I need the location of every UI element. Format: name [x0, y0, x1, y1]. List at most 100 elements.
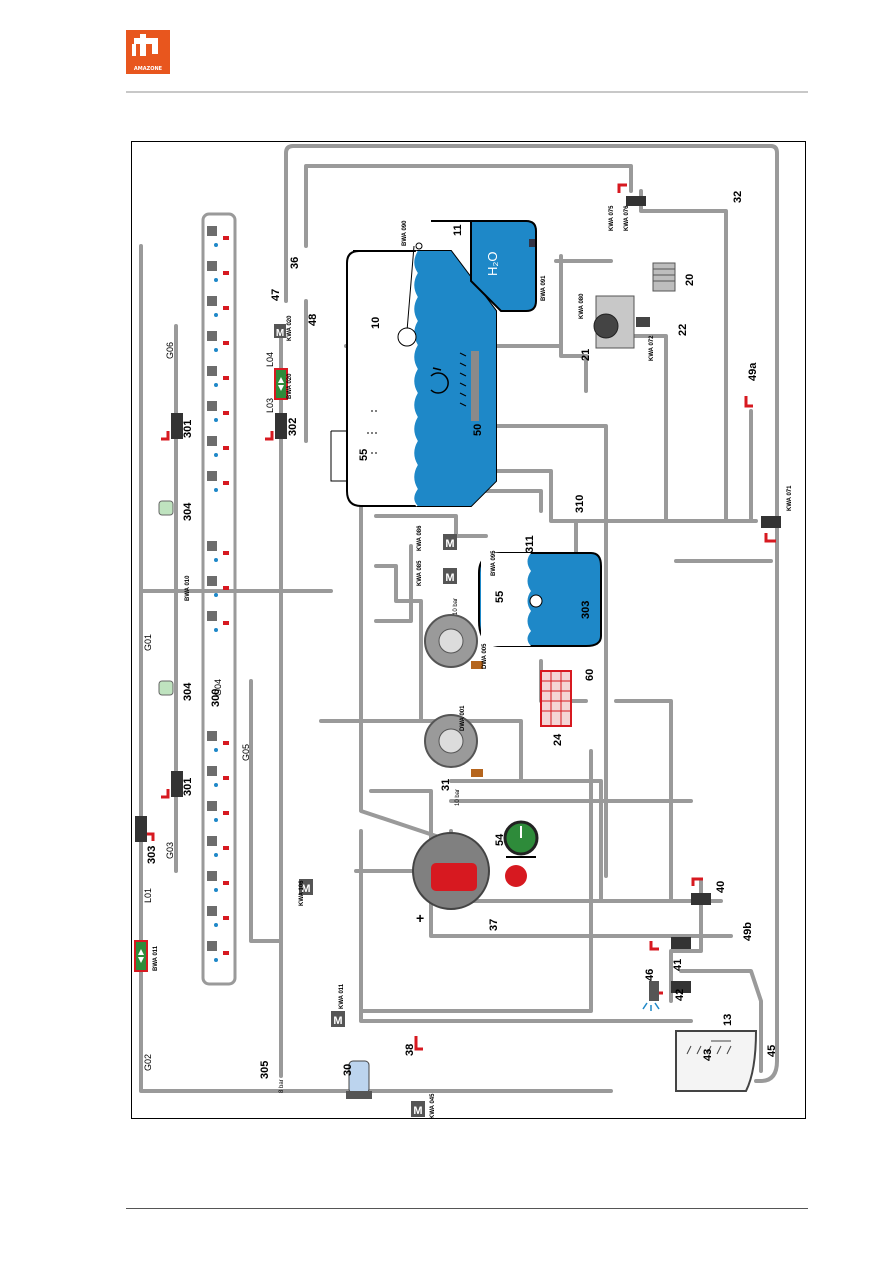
label-49b: 49b	[742, 922, 754, 941]
label-10: 10	[370, 317, 382, 329]
label-32: 32	[732, 191, 744, 203]
pressure-10bar-1: 10 bar	[453, 598, 459, 615]
flowmeter-l01	[134, 940, 148, 972]
tag-kwa080: KWA 080	[579, 293, 585, 319]
valve41-branch	[679, 969, 763, 1073]
pressure-line-311	[374, 514, 488, 538]
label-302: 302	[287, 418, 299, 436]
tag-kwa106: KWA 106	[299, 880, 305, 906]
label-38: 38	[404, 1044, 416, 1056]
agitator-pipe-50	[471, 351, 479, 421]
label-42: 42	[674, 989, 686, 1001]
motor-kwa085	[443, 568, 457, 584]
tag-kwa075: KWA 075	[609, 205, 615, 231]
tag-bwa020: BWA 020	[287, 373, 293, 399]
tag-bwa095: BWA 095	[491, 550, 497, 576]
top-return-pipe	[304, 164, 633, 248]
label-g06: G06	[165, 342, 175, 359]
pressure-10bar	[374, 544, 413, 623]
tag-dwa001: DWA 001	[460, 705, 466, 731]
tag-kwa011: KWA 011	[339, 983, 345, 1009]
header-rule	[126, 91, 808, 93]
motor-kwa020	[274, 324, 286, 338]
tag-bwa011: BWA 011	[153, 945, 159, 971]
label-43: 43	[702, 1049, 714, 1061]
pressure-10bar-2: 10 bar	[455, 789, 461, 806]
valve-301-bottom	[171, 771, 183, 797]
valve-20	[652, 262, 676, 292]
distributor-valve-21	[593, 295, 650, 349]
motor-kwa106	[299, 879, 313, 895]
label-311: 311	[524, 535, 536, 553]
filter-304-bottom	[158, 680, 174, 696]
pressure-8bar: 8 bar	[279, 1079, 285, 1093]
label-l01: L01	[143, 888, 153, 903]
valve-302	[275, 413, 287, 439]
main-tank-10	[330, 242, 497, 507]
red-valves	[414, 183, 781, 1051]
label-31: 31	[440, 779, 452, 791]
label-60: 60	[584, 669, 596, 681]
logo-text: AMAZONE	[133, 66, 163, 72]
tag-kwa045: KWA 045	[430, 1093, 436, 1119]
label-55-main: 55	[358, 449, 370, 461]
return-line	[449, 779, 603, 903]
kwa085-line	[374, 564, 423, 723]
label-304-top: 304	[182, 502, 194, 521]
induction-bowl-13	[675, 1030, 758, 1092]
motor-label-kwa020: M	[276, 328, 284, 339]
label-36: 36	[289, 257, 301, 269]
line-labels: G01 G02 G03 G04 G05 G06 L01 L03 L04	[143, 342, 275, 1071]
label-45: 45	[766, 1045, 778, 1057]
label-g05: G05	[241, 744, 251, 761]
tag-bwa010: BWA 010	[185, 575, 191, 601]
suction-link	[494, 469, 758, 523]
pressure-labels: 10 bar 10 bar 8 bar	[279, 598, 461, 1093]
flowmeter-l04	[274, 368, 288, 400]
pumps	[424, 614, 483, 777]
motor-sensors: M M M M M M	[274, 324, 457, 1117]
label-30: 30	[342, 1064, 354, 1076]
label-20: 20	[684, 274, 696, 286]
motor-label-kwa045: M	[413, 1105, 422, 1117]
valve-41	[671, 937, 691, 949]
water-tank-outlet	[559, 254, 588, 358]
tag-bwa091: BWA 091	[541, 275, 547, 301]
gauge-54	[503, 820, 539, 858]
label-303-right: 303	[580, 601, 592, 619]
tag-dwa005: DWA 005	[482, 643, 488, 669]
left-main-pipe	[139, 244, 613, 1093]
label-37: 37	[488, 919, 500, 931]
label-41: 41	[672, 959, 684, 971]
motor-label-kwa086: M	[445, 538, 454, 550]
filter-30	[346, 1060, 372, 1099]
label-g02: G02	[143, 1054, 153, 1071]
motor-label-kwa085: M	[445, 572, 454, 584]
central-valve-37	[412, 832, 527, 910]
motor-kwa086	[443, 534, 457, 550]
valve40-branch	[669, 879, 703, 1003]
pump-cross	[319, 719, 523, 783]
motor-label-kwa106: M	[301, 883, 310, 895]
hydraulic-circuit-diagram: M M M M M M 10 11 13 20 21 22 24 30 31 3…	[131, 141, 806, 1119]
valve-kwa075	[626, 196, 646, 206]
valve-301-top	[171, 413, 183, 439]
tag-kwa086: KWA 086	[417, 525, 423, 551]
footer-rule	[126, 1208, 808, 1209]
sensor-tags: BWA 090 BWA 091 BWA 020 BWA 011 BWA 010 …	[153, 205, 793, 1119]
tag-kwa085: KWA 085	[417, 560, 423, 586]
label-49a: 49a	[747, 362, 759, 381]
boom-outline	[201, 212, 237, 986]
label-l04: L04	[265, 352, 275, 367]
boom-filters	[158, 500, 174, 696]
label-304-bottom: 304	[182, 682, 194, 701]
fresh-water-tank-11	[431, 220, 537, 312]
filter-24	[540, 670, 572, 727]
motor-kwa045	[411, 1101, 425, 1117]
label-301-bottom: 301	[182, 778, 194, 796]
label-54: 54	[494, 833, 506, 846]
tank-float	[397, 327, 417, 347]
valve-303-left	[135, 816, 147, 842]
tag-kwa020: KWA 020	[287, 315, 293, 341]
tag-kwa071: KWA 071	[787, 485, 793, 511]
